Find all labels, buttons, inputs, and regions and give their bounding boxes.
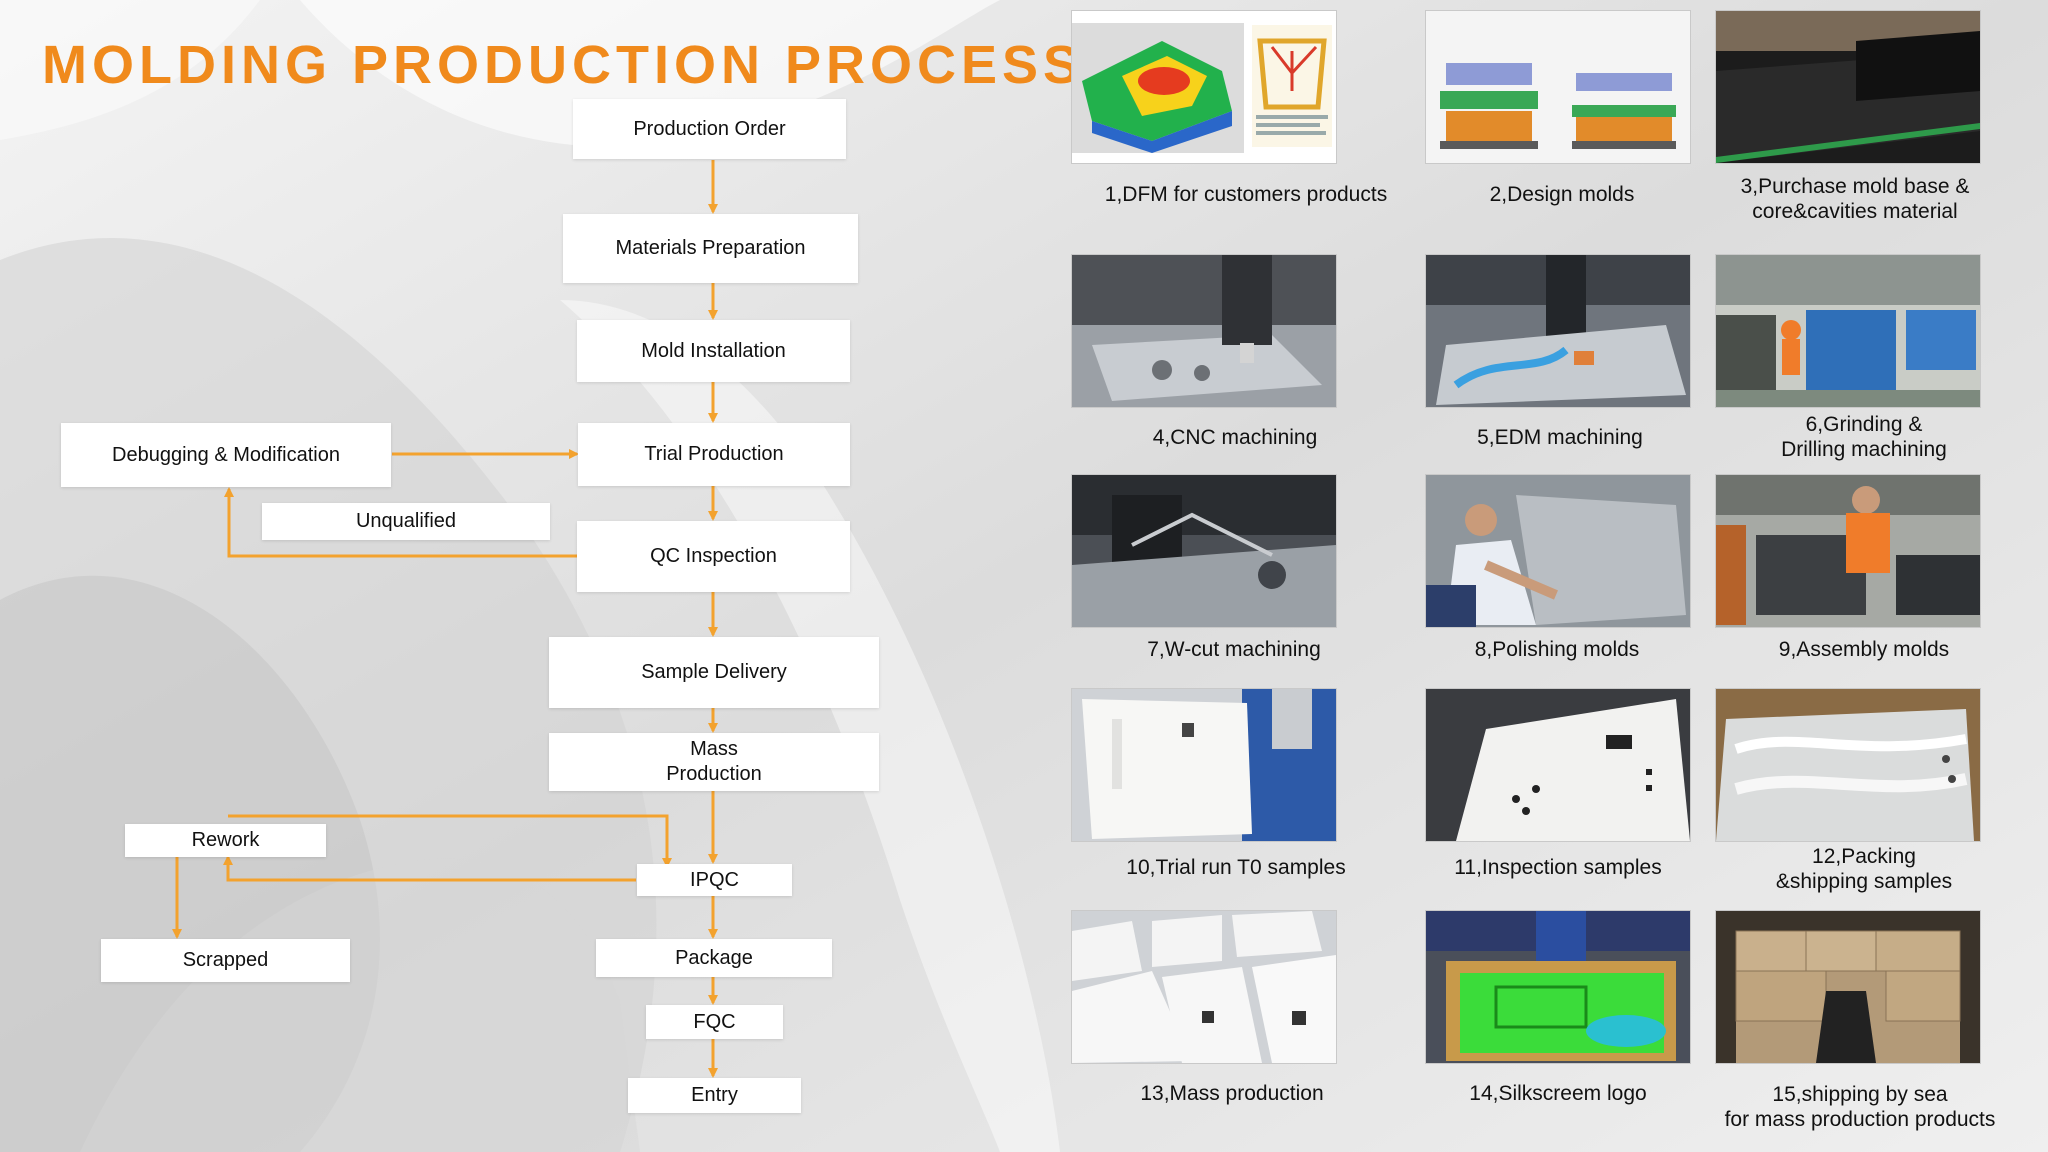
step-13-image [1071, 910, 1337, 1064]
step-8-image [1425, 474, 1691, 628]
step-9-image [1715, 474, 1981, 628]
step-11-image [1425, 688, 1691, 842]
flow-scrapped: Scrapped [101, 939, 350, 982]
flow-package: Package [596, 939, 832, 977]
step-14-caption: 14,Silkscreem logo [1469, 1082, 1647, 1105]
step-7-image [1071, 474, 1337, 628]
flow-qc-inspection: QC Inspection [577, 521, 850, 592]
step-4-image [1071, 254, 1337, 408]
step-15-caption: 15,shipping by sea for mass production p… [1724, 1083, 1996, 1131]
step-2-caption: 2,Design molds [1489, 183, 1635, 206]
step-1-caption: 1,DFM for customers products [1104, 183, 1388, 206]
step-12-image [1715, 688, 1981, 842]
step-1-image [1071, 10, 1337, 164]
flow-sample-delivery: Sample Delivery [549, 637, 879, 708]
flow-trial-production: Trial Production [578, 423, 850, 486]
step-10-image [1071, 688, 1337, 842]
flow-ipqc: IPQC [637, 864, 792, 896]
step-5-image [1425, 254, 1691, 408]
step-8-caption: 8,Polishing molds [1474, 638, 1640, 661]
flow-materials-preparation: Materials Preparation [563, 214, 858, 283]
step-9-caption: 9,Assembly molds [1778, 638, 1950, 661]
flow-mold-installation: Mold Installation [577, 320, 850, 382]
step-13-caption: 13,Mass production [1140, 1082, 1324, 1105]
flow-unqualified: Unqualified [262, 503, 550, 540]
step-12-caption: 12,Packing &shipping samples [1775, 845, 1953, 893]
step-3-image [1715, 10, 1981, 164]
step-3-caption: 3,Purchase mold base & core&cavities mat… [1740, 175, 1970, 223]
flow-mass-production: Mass Production [549, 733, 879, 791]
step-2-image [1425, 10, 1691, 164]
flow-debugging-modification: Debugging & Modification [61, 423, 391, 487]
step-6-image [1715, 254, 1981, 408]
step-14-image [1425, 910, 1691, 1064]
flow-rework: Rework [125, 824, 326, 857]
step-6-caption: 6,Grinding & Drilling machining [1781, 413, 1947, 461]
page-title: MOLDING PRODUCTION PROCESS [42, 35, 1085, 95]
step-10-caption: 10,Trial run T0 samples [1126, 856, 1346, 879]
step-15-image [1715, 910, 1981, 1064]
step-11-caption: 11,Inspection samples [1454, 856, 1662, 879]
step-5-caption: 5,EDM machining [1477, 426, 1643, 449]
step-7-caption: 7,W-cut machining [1147, 638, 1321, 661]
flow-fqc: FQC [646, 1005, 783, 1039]
step-4-caption: 4,CNC machining [1152, 426, 1318, 449]
flow-entry: Entry [628, 1078, 801, 1113]
flow-production-order: Production Order [573, 99, 846, 159]
